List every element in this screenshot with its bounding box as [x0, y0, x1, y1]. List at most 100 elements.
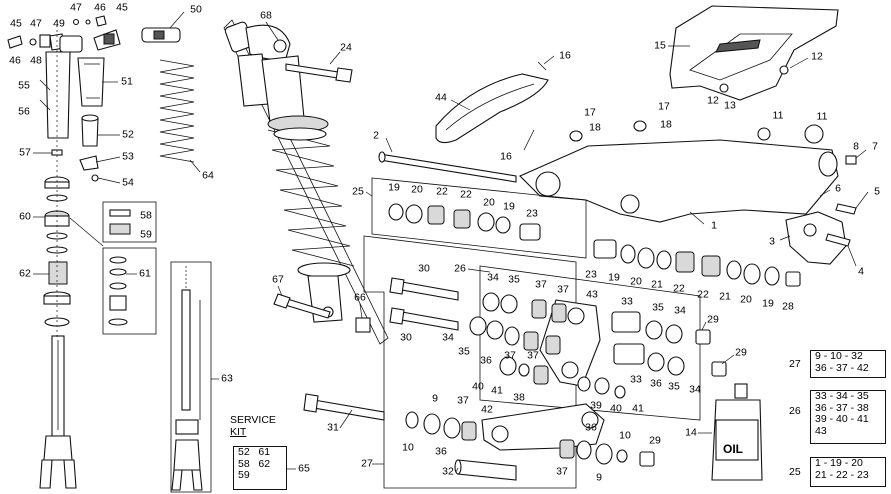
part-callout-21: 21 — [651, 278, 663, 291]
part-callout-22: 22 — [673, 282, 685, 295]
part-callout-36: 36 — [435, 445, 447, 458]
part-callout-28: 28 — [782, 300, 794, 313]
group-25-ref: 25 — [789, 466, 801, 478]
part-callout-16: 16 — [559, 49, 571, 62]
part-callout-17: 17 — [658, 100, 670, 113]
part-callout-53: 53 — [122, 150, 134, 163]
part-callout-46: 46 — [94, 1, 106, 14]
group-25-row-1: 1 - 19 - 20 — [815, 457, 863, 469]
part-callout-68: 68 — [260, 9, 272, 22]
part-callout-37: 37 — [557, 283, 569, 296]
part-callout-9: 9 — [432, 392, 438, 405]
part-callout-18: 18 — [589, 121, 601, 134]
group-26-row-3: 39 - 40 - 41 — [815, 413, 869, 425]
part-callout-35: 35 — [652, 301, 664, 314]
part-callout-51: 51 — [121, 75, 133, 88]
part-callout-56: 56 — [18, 105, 30, 118]
part-callout-19: 19 — [608, 271, 620, 284]
part-callout-7: 7 — [872, 140, 878, 153]
part-callout-19: 19 — [762, 297, 774, 310]
part-callout-12: 12 — [707, 94, 719, 107]
part-callout-39: 39 — [590, 399, 602, 412]
part-callout-32: 32 — [442, 465, 454, 478]
part-callout-64: 64 — [202, 169, 214, 182]
part-callout-23: 23 — [585, 268, 597, 281]
part-callout-34: 34 — [442, 331, 454, 344]
part-callout-63: 63 — [221, 372, 233, 385]
part-callout-31: 31 — [327, 421, 339, 434]
front-fork-assembly — [7, 11, 219, 493]
part-callout-9: 9 — [596, 471, 602, 484]
bushing-row-right — [593, 239, 801, 377]
group-27-box: 9 - 10 - 32 36 - 37 - 42 — [810, 350, 886, 378]
part-callout-35: 35 — [458, 345, 470, 358]
part-callout-38: 38 — [513, 391, 525, 404]
part-callout-2: 2 — [373, 129, 379, 142]
part-callout-36: 36 — [650, 377, 662, 390]
group-27-ref: 27 — [789, 358, 801, 370]
part-callout-47: 47 — [70, 1, 82, 14]
linkage-group-26 — [363, 235, 701, 489]
oil-bottle-label: OIL — [723, 442, 743, 456]
part-callout-12: 12 — [811, 50, 823, 63]
part-callout-18: 18 — [660, 118, 672, 131]
part-callout-20: 20 — [411, 183, 423, 196]
part-callout-43: 43 — [586, 288, 598, 301]
part-callout-41: 41 — [632, 402, 644, 415]
part-callout-5: 5 — [874, 185, 880, 198]
part-callout-40: 40 — [472, 380, 484, 393]
part-callout-58: 58 — [140, 209, 152, 222]
part-callout-15: 15 — [654, 39, 666, 52]
part-callout-67: 67 — [272, 273, 284, 286]
part-callout-29: 29 — [735, 346, 747, 359]
linkage-group-27 — [303, 393, 655, 481]
part-callout-45: 45 — [116, 1, 128, 14]
group-25-row-2: 21 - 22 - 23 — [815, 468, 869, 481]
part-callout-42: 42 — [481, 403, 493, 416]
part-callout-11: 11 — [772, 109, 784, 122]
part-callout-26: 26 — [454, 262, 466, 275]
part-callout-44: 44 — [435, 91, 447, 104]
part-callout-6: 6 — [835, 182, 841, 195]
part-callout-37: 37 — [457, 394, 469, 407]
part-callout-34: 34 — [674, 304, 686, 317]
part-callout-8: 8 — [853, 140, 859, 153]
part-callout-30: 30 — [400, 331, 412, 344]
part-callout-59: 59 — [140, 228, 152, 241]
rear-shock-assembly — [223, 19, 389, 345]
part-callout-20: 20 — [630, 275, 642, 288]
part-callout-37: 37 — [504, 349, 516, 362]
group-26-row-1: 33 - 34 - 35 — [815, 390, 869, 402]
part-callout-47: 47 — [30, 17, 42, 30]
oil-bottle — [698, 383, 763, 481]
service-kit-row-2: 58 62 — [238, 457, 271, 470]
part-callout-37: 37 — [527, 349, 539, 362]
service-kit-title-line2: KIT — [230, 426, 247, 438]
group-25-box: 1 - 19 - 20 21 - 22 - 23 — [810, 457, 886, 487]
part-callout-66: 66 — [354, 291, 366, 304]
group-26-row-4: 43 — [815, 424, 827, 437]
group-26-box: 33 - 34 - 35 36 - 37 - 38 39 - 40 - 41 4… — [810, 390, 886, 444]
part-callout-22: 22 — [460, 188, 472, 201]
part-callout-25: 25 — [352, 185, 364, 198]
part-callout-60: 60 — [19, 210, 31, 223]
part-callout-37: 37 — [535, 278, 547, 291]
part-callout-22: 22 — [436, 185, 448, 198]
part-callout-48: 48 — [30, 54, 42, 67]
part-callout-20: 20 — [740, 293, 752, 306]
part-callout-46: 46 — [9, 54, 21, 67]
part-callout-52: 52 — [122, 128, 134, 141]
group-26-row-2: 36 - 37 - 38 — [815, 401, 869, 414]
service-kit-row-1: 52 61 — [238, 446, 271, 458]
part-callout-49: 49 — [53, 17, 65, 30]
part-callout-61: 61 — [139, 267, 151, 280]
group-26-ref: 26 — [789, 405, 801, 417]
part-callout-65: 65 — [298, 462, 310, 475]
part-callout-10: 10 — [619, 429, 631, 442]
part-callout-29: 29 — [649, 434, 661, 447]
service-kit-title: SERVICE KIT — [230, 414, 276, 438]
part-callout-16: 16 — [500, 150, 512, 163]
part-callout-45: 45 — [10, 17, 22, 30]
part-callout-36: 36 — [585, 421, 597, 434]
